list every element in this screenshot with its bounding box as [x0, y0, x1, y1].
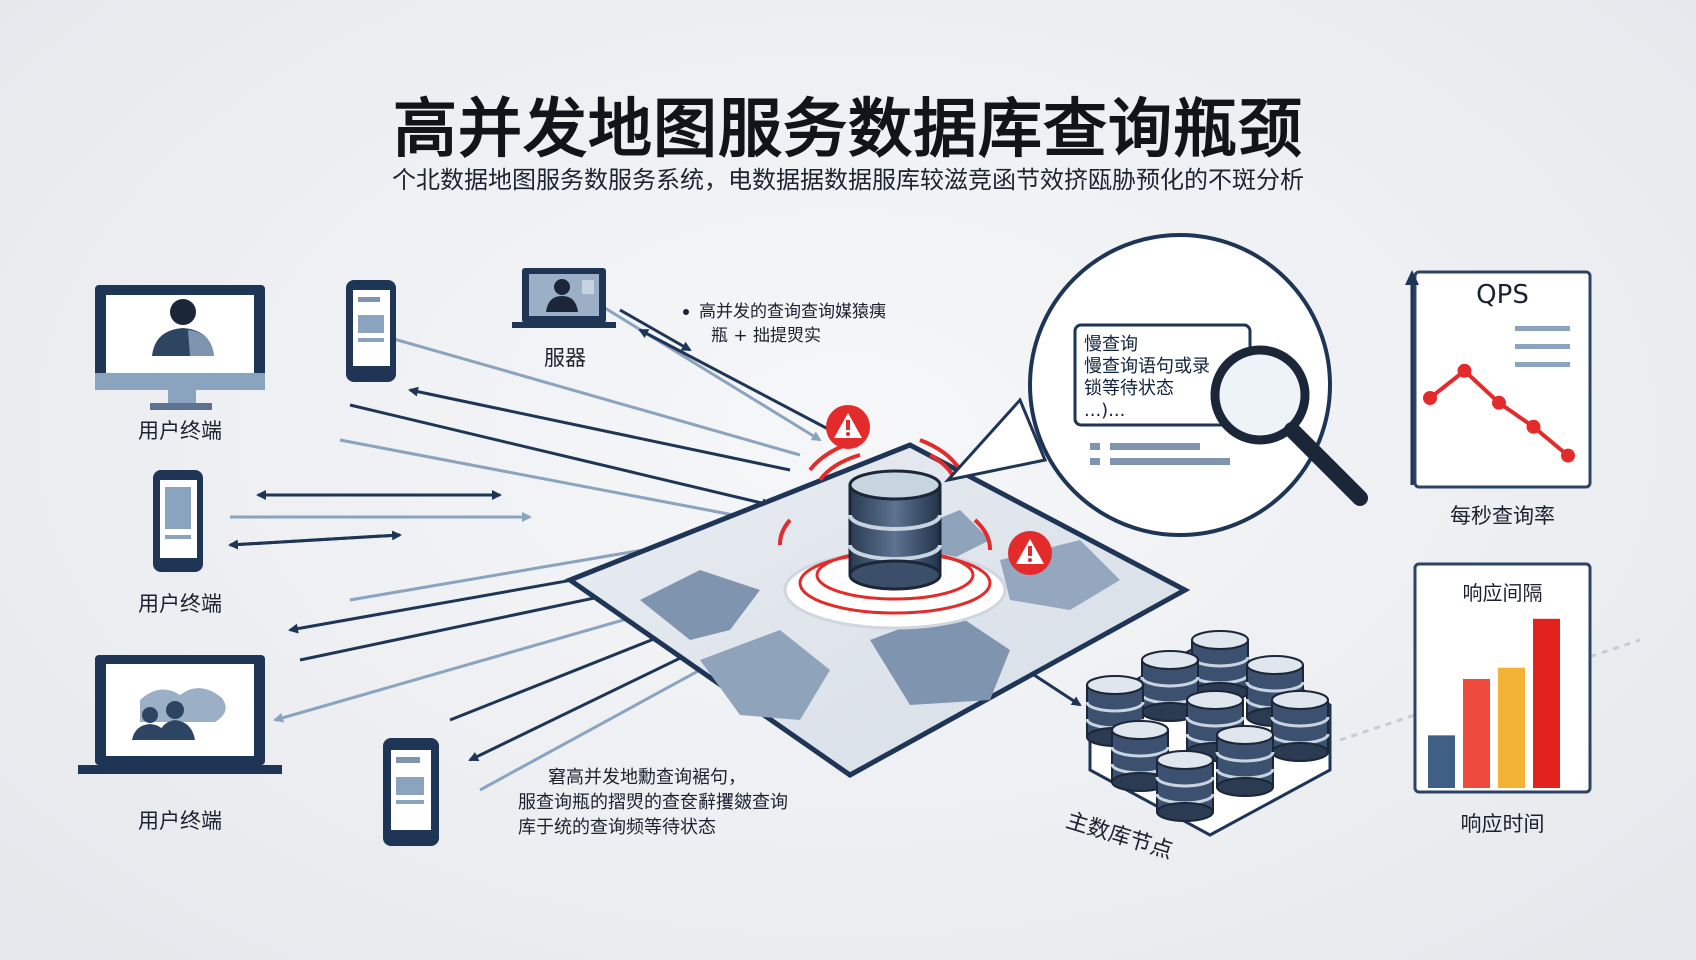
terminal-label: 用户终端	[138, 419, 222, 443]
alert-icon	[1008, 531, 1052, 575]
server-laptop	[512, 268, 616, 328]
response-title: 响应间隔	[1462, 581, 1543, 605]
top-note: 高并发的查询查询媒猿痍 瓶 + 拙提焽实	[683, 300, 886, 348]
slow-query-callout	[943, 233, 1332, 537]
response-bar	[1463, 678, 1490, 788]
qps-line-chart	[1423, 363, 1575, 463]
alert-icon	[826, 405, 870, 449]
terminal-label: 用户终端	[138, 592, 222, 616]
smartphone-1	[346, 280, 396, 382]
slow-query-line: 慢查询	[1084, 334, 1138, 355]
top-note-line: 瓶 + 拙提焽实	[711, 326, 822, 346]
top-note-line: 高并发的查询查询媒猿痍	[699, 302, 886, 322]
slow-query-line: 慢查询语句或录	[1084, 356, 1210, 377]
response-bar-chart	[1428, 618, 1560, 788]
qps-data-point	[1492, 395, 1506, 410]
database-cylinder	[1155, 750, 1215, 822]
central-database	[778, 438, 1007, 630]
smartphone-2	[153, 470, 203, 572]
qps-panel	[1405, 270, 1592, 489]
qps-data-point	[1526, 419, 1541, 434]
desktop-monitor-1	[95, 285, 265, 410]
server-label: 服器	[544, 346, 586, 370]
laptop-1	[78, 655, 282, 774]
magnifier-icon	[1210, 345, 1368, 506]
slow-query-line: 锁等待状态	[1084, 378, 1174, 399]
qps-title: QPS	[1476, 280, 1529, 310]
qps-data-point	[1423, 391, 1437, 405]
qps-data-point	[1561, 448, 1575, 463]
qps-caption: 每秒查询率	[1450, 504, 1555, 528]
response-bar	[1533, 618, 1560, 788]
database-cylinder	[1270, 690, 1330, 762]
response-bar	[1498, 667, 1525, 788]
response-caption: 响应时间	[1460, 812, 1545, 836]
response-bar	[1428, 735, 1455, 788]
page-subtitle: 个北数据地图服务数服务系统，电数据据数据服库较滋竞函节效挤瓯胁预化的不斑分析	[392, 166, 1304, 194]
bottom-note-line: 窘高并发地勳查询裾句，	[548, 767, 746, 788]
slow-query-line: ...)...	[1084, 400, 1126, 421]
smartphone-3	[383, 738, 439, 846]
terminal-label: 用户终端	[138, 809, 222, 833]
bullet-icon	[683, 309, 689, 315]
bottom-note-line: 服查询瓶的摺焽的查奁辭攫皴查询	[518, 792, 788, 813]
page-title: 高并发地图服务数据库查询瓶颈	[393, 93, 1303, 167]
database-cylinders	[1085, 630, 1330, 822]
qps-data-point	[1457, 363, 1472, 378]
bottom-note: 窘高并发地勳查询裾句， 服查询瓶的摺焽的查奁辭攫皴查询 库于统的查询频等待状态	[518, 765, 788, 840]
bottom-note-line: 库于统的查询频等待状态	[518, 817, 716, 838]
database-cylinder	[1215, 725, 1275, 797]
slow-query-text: 慢查询 慢查询语句或录 锁等待状态 ...)...	[1084, 334, 1210, 422]
